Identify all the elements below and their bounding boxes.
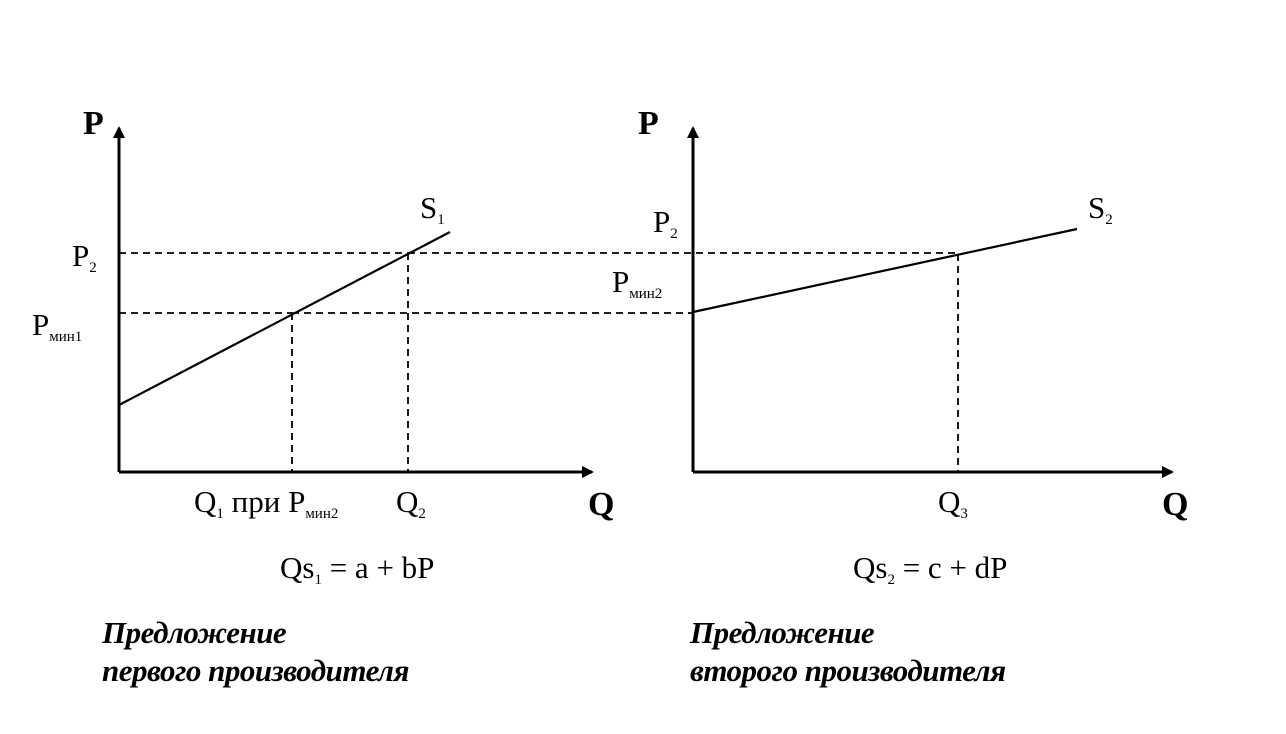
- price-label-p2: P2: [72, 238, 97, 276]
- supply-curve-s2: [692, 227, 1078, 314]
- supply-curve-s1: [118, 231, 451, 406]
- caption-line: Предложение: [102, 615, 287, 650]
- quantity-label-q1: Q1 при Pмин2: [194, 484, 338, 522]
- q-axis-label: Q: [1162, 486, 1188, 523]
- q-axis-label: Q: [588, 486, 614, 523]
- p-axis-label: P: [83, 105, 104, 142]
- quantity-label-q3: Q3: [938, 484, 968, 522]
- curve-label-s1: S1: [420, 190, 445, 228]
- panel-second-producer: P Q S2 P2 Pмин2 Q3 Qs2 = c + dP: [612, 105, 1188, 588]
- caption-line: второго производителя: [690, 653, 1006, 688]
- caption-second-producer: Предложение второго производителя: [690, 614, 1006, 690]
- quantity-label-q2: Q2: [396, 484, 426, 522]
- caption-line: Предложение: [690, 615, 875, 650]
- supply-formula-1: Qs1 = a + bP: [280, 550, 434, 588]
- caption-first-producer: Предложение первого производителя: [102, 614, 409, 690]
- supply-formula-2: Qs2 = c + dP: [853, 550, 1007, 588]
- panel-first-producer: P Q S1 P2 Pмин1 Q1 при Pмин2 Q2 Qs1 = a …: [32, 105, 614, 588]
- price-label-p2: P2: [653, 204, 678, 242]
- price-label-pmin1: Pмин1: [32, 307, 82, 345]
- p-axis-label: P: [638, 105, 659, 142]
- curve-label-s2: S2: [1088, 190, 1113, 228]
- caption-line: первого производителя: [102, 653, 409, 688]
- price-label-pmin2: Pмин2: [612, 264, 662, 302]
